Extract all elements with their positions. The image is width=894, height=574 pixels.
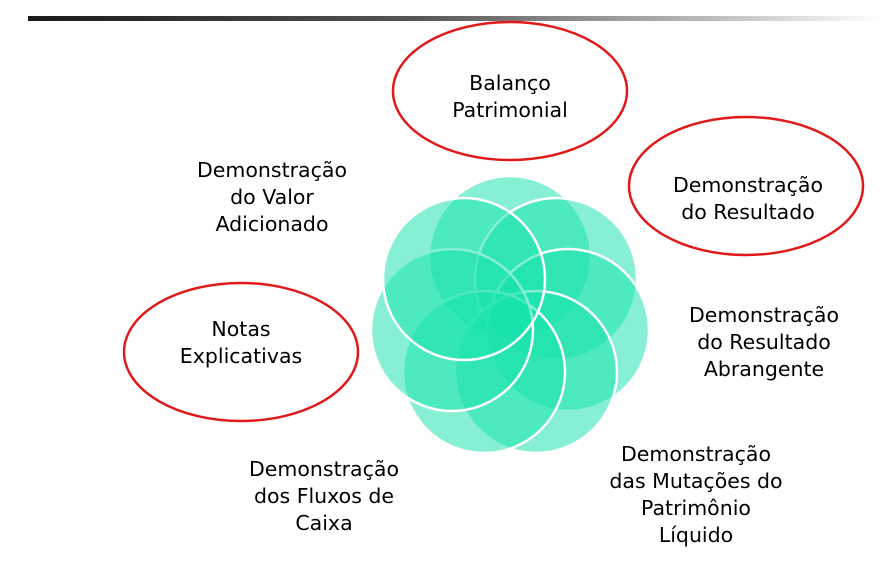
petal-valor-adicionado [381, 196, 547, 362]
label-line: Demonstração [673, 173, 823, 197]
label-line: Patrimônio [641, 496, 751, 520]
highlight-rings [122, 20, 865, 423]
label-line: Patrimonial [452, 98, 568, 122]
label-line: Demonstração [197, 158, 347, 182]
label-line: Explicativas [179, 344, 303, 368]
flower-petals [369, 174, 651, 455]
label-line: Balanço [469, 71, 551, 95]
label-balanco-patrimonial: Balanço Patrimonial [410, 70, 610, 124]
label-line: das Mutações do [609, 469, 783, 493]
label-line: do Valor [230, 185, 314, 209]
highlight-ring-notas [122, 281, 360, 423]
label-valor-adicionado: Demonstração do Valor Adicionado [172, 157, 372, 238]
top-divider-rule [28, 16, 884, 21]
label-line: Caixa [295, 511, 353, 535]
label-line: Líquido [658, 523, 734, 547]
label-demonstracao-resultado: Demonstração do Resultado [648, 172, 848, 226]
highlight-ring-balanco [391, 20, 629, 162]
label-notas-explicativas: Notas Explicativas [156, 316, 326, 370]
label-resultado-abrangente: Demonstração do Resultado Abrangente [664, 302, 864, 383]
highlight-ring-resultado [627, 115, 865, 257]
label-line: Abrangente [703, 357, 825, 381]
label-mutacoes-patrimonio: Demonstração das Mutações do Patrimônio … [596, 441, 796, 549]
label-line: do Resultado [681, 200, 815, 224]
label-line: Demonstração [621, 442, 771, 466]
label-line: Demonstração [689, 303, 839, 327]
label-line: Adicionado [215, 212, 329, 236]
label-line: do Resultado [697, 330, 831, 354]
label-line: dos Fluxos de [253, 484, 395, 508]
label-line: Demonstração [249, 457, 399, 481]
label-line: Notas [211, 317, 271, 341]
label-fluxos-caixa: Demonstração dos Fluxos de Caixa [224, 456, 424, 537]
